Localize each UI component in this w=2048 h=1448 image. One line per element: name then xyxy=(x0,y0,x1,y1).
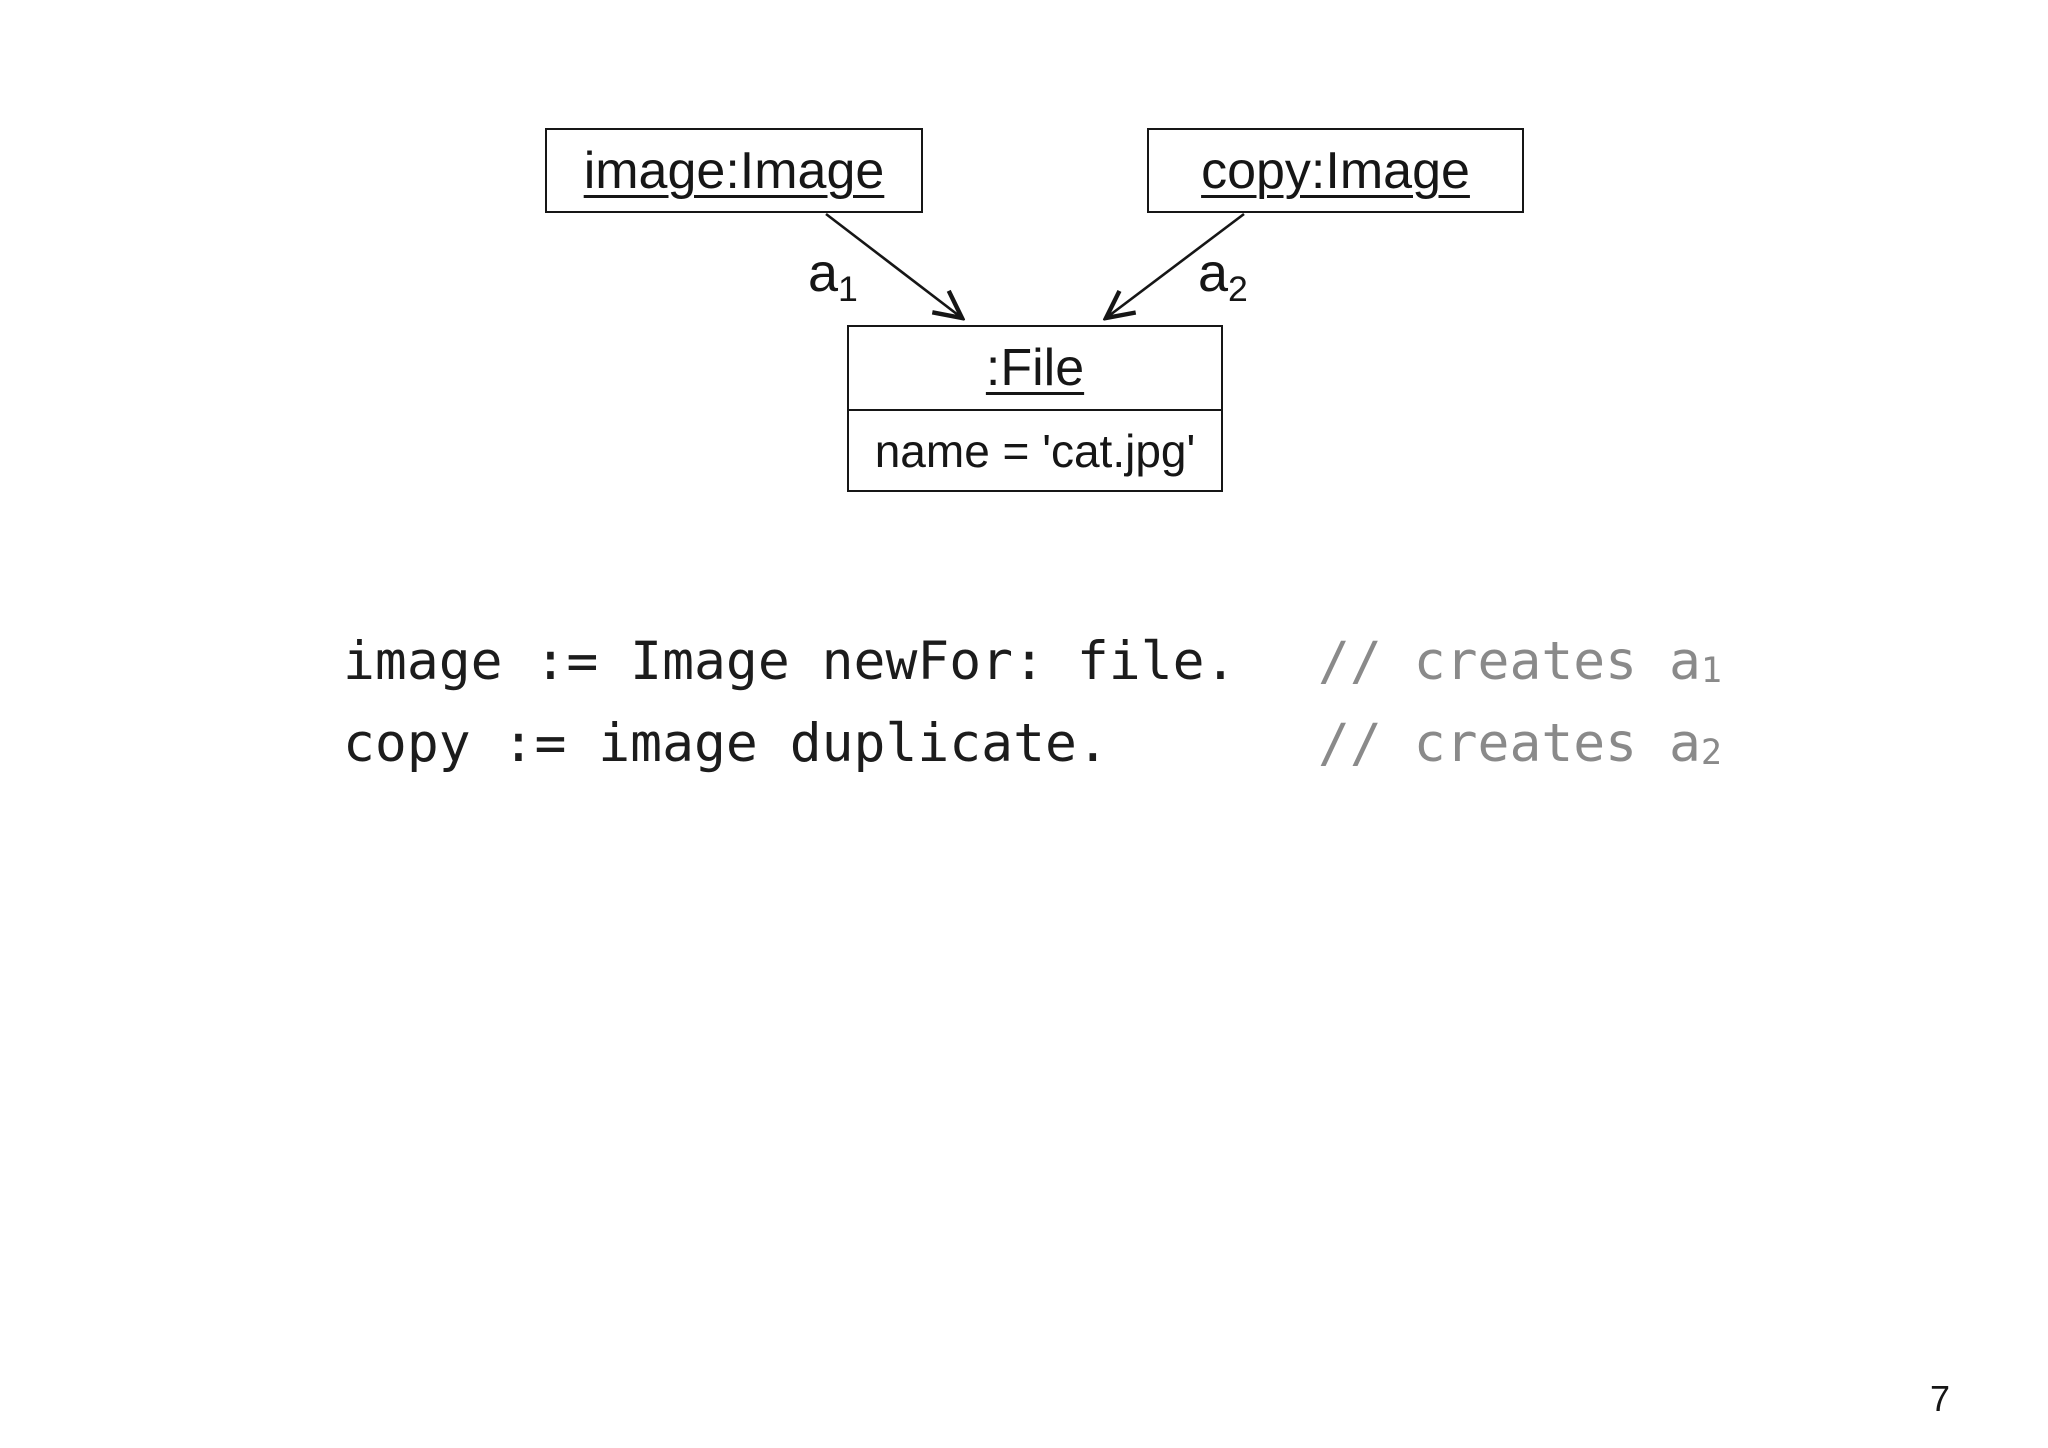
code-statement-2: copy := image duplicate. xyxy=(343,712,1109,774)
object-title-image: image:Image xyxy=(583,141,885,200)
file-box-header: :File xyxy=(849,327,1221,411)
object-box-copy: copy:Image xyxy=(1147,128,1524,213)
code-line-1: image := Image newFor: file. // creates … xyxy=(343,620,1722,702)
code-block: image := Image newFor: file. // creates … xyxy=(343,620,1722,784)
object-box-file: :File name = 'cat.jpg' xyxy=(847,325,1223,492)
file-attribute-name: name = 'cat.jpg' xyxy=(874,424,1196,477)
object-box-image: image:Image xyxy=(545,128,923,213)
file-box-attribute-row: name = 'cat.jpg' xyxy=(849,411,1221,490)
object-title-copy: copy:Image xyxy=(1201,141,1470,200)
link-label-a2: a2 xyxy=(1198,243,1248,309)
link-label-a1: a1 xyxy=(808,243,858,309)
code-statement-1: image := Image newFor: file. xyxy=(343,630,1237,692)
page-number: 7 xyxy=(1930,1378,1951,1419)
object-title-file: :File xyxy=(985,339,1085,397)
